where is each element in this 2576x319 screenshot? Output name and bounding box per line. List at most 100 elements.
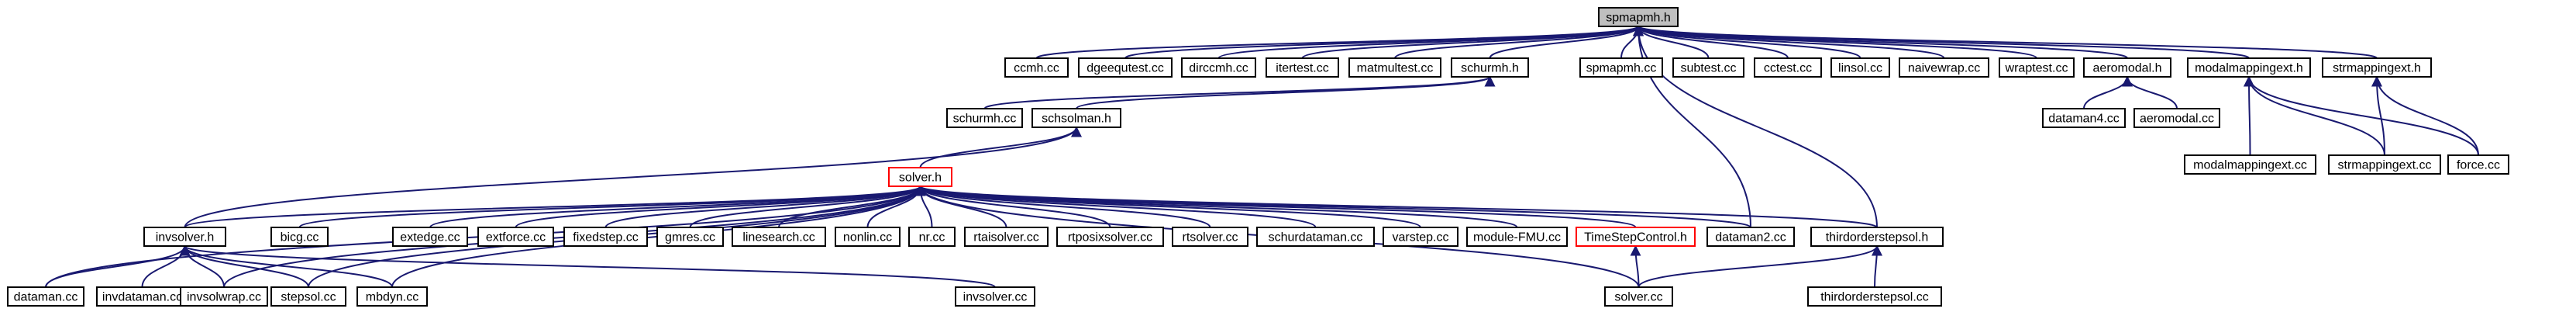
node-matmultest-cc[interactable]: matmultest.cc: [1348, 57, 1441, 78]
node-label: subtest.cc: [1680, 62, 1736, 75]
node-ccmh-cc[interactable]: ccmh.cc: [1004, 57, 1069, 78]
node-box: [1899, 57, 1989, 78]
node-label: aeromodal.h: [2093, 62, 2162, 75]
node-label: mbdyn.cc: [366, 291, 418, 304]
node-label: strmappingext.h: [2333, 62, 2421, 75]
node-force-cc[interactable]: force.cc: [2447, 154, 2509, 175]
node-modalmappingext-cc[interactable]: modalmappingext.cc: [2184, 154, 2316, 175]
node-linesearch-cc[interactable]: linesearch.cc: [732, 227, 826, 247]
node-box: [2133, 108, 2220, 128]
node-rtaisolver-cc[interactable]: rtaisolver.cc: [964, 227, 1049, 247]
node-mbdyn-cc[interactable]: mbdyn.cc: [356, 286, 428, 307]
node-label: itertest.cc: [1276, 62, 1328, 75]
node-nr-cc[interactable]: nr.cc: [908, 227, 956, 247]
node-rtsolver-cc[interactable]: rtsolver.cc: [1172, 227, 1248, 247]
node-box: [2322, 57, 2432, 78]
node-label: force.cc: [2457, 159, 2500, 172]
node-box: [1348, 57, 1441, 78]
node-label: schurdataman.cc: [1269, 231, 1363, 244]
node-extforce-cc[interactable]: extforce.cc: [477, 227, 554, 247]
node-box: [1266, 57, 1339, 78]
node-box: [908, 227, 956, 247]
node-nonlin-cc[interactable]: nonlin.cc: [835, 227, 901, 247]
node-thirdorderstepsol-cc[interactable]: thirdorderstepsol.cc: [1807, 286, 1942, 307]
edge-dataman2-cc-to-spmapmh-h: [1633, 25, 1751, 228]
node-wraptest-cc[interactable]: wraptest.cc: [1999, 57, 2075, 78]
node-box: [356, 286, 428, 307]
node-box: [563, 227, 648, 247]
node-box: [392, 227, 468, 247]
node-box: [96, 286, 188, 307]
node-box: [1031, 108, 1121, 128]
edge-itertest-cc-to-spmapmh-h: [1301, 25, 1644, 59]
node-box: [1579, 57, 1663, 78]
node-thirdorderstepsol-h[interactable]: thirdorderstepsol.h: [1810, 227, 1944, 247]
node-itertest-cc[interactable]: itertest.cc: [1266, 57, 1339, 78]
node-schurdataman-cc[interactable]: schurdataman.cc: [1256, 227, 1375, 247]
node-spmapmh-h[interactable]: spmapmh.h: [1598, 7, 1679, 27]
node-dataman-cc[interactable]: dataman.cc: [7, 286, 84, 307]
edge-dataman2-cc-to-solver-h: [915, 185, 1751, 228]
node-box: [1810, 227, 1944, 247]
node-aeromodal-cc[interactable]: aeromodal.cc: [2133, 108, 2220, 128]
node-cctest-cc[interactable]: cctest.cc: [1754, 57, 1822, 78]
node-strmappingext-h[interactable]: strmappingext.h: [2322, 57, 2432, 78]
node-invsolwrap-cc[interactable]: invsolwrap.cc: [180, 286, 268, 307]
node-bicg-cc[interactable]: bicg.cc: [270, 227, 329, 247]
node-dirccmh-cc[interactable]: dirccmh.cc: [1181, 57, 1256, 78]
node-box: [477, 227, 554, 247]
node-box: [946, 108, 1023, 128]
node-label: ccmh.cc: [1014, 62, 1059, 75]
node-stepsol-cc[interactable]: stepsol.cc: [270, 286, 346, 307]
node-label: rtsolver.cc: [1182, 231, 1238, 244]
node-dataman4-cc[interactable]: dataman4.cc: [2042, 108, 2126, 128]
node-dataman2-cc[interactable]: dataman2.cc: [1706, 227, 1795, 247]
node-dgeequtest-cc[interactable]: dgeequtest.cc: [1078, 57, 1173, 78]
node-module-fmu-cc[interactable]: module-FMU.cc: [1466, 227, 1568, 247]
edge-schsolman-h-to-schurmh-h: [1076, 75, 1496, 109]
node-label: nr.cc: [919, 231, 945, 244]
node-invsolver-h[interactable]: invsolver.h: [143, 227, 226, 247]
node-schsolman-h[interactable]: schsolman.h: [1031, 108, 1121, 128]
node-timestepcontrol-h[interactable]: TimeStepControl.h: [1576, 227, 1696, 247]
node-invsolver-cc[interactable]: invsolver.cc: [955, 286, 1035, 307]
node-box: [1004, 57, 1069, 78]
edge-solver-cc-to-thirdorderstepsol-h: [1638, 244, 1882, 288]
node-naivewrap-cc[interactable]: naivewrap.cc: [1899, 57, 1989, 78]
node-linsol-cc[interactable]: linsol.cc: [1830, 57, 1890, 78]
node-spmapmh-cc[interactable]: spmapmh.cc: [1579, 57, 1663, 78]
edge-thirdorderstepsol-h-to-solver-h: [915, 185, 1878, 228]
node-gmres-cc[interactable]: gmres.cc: [656, 227, 724, 247]
node-box: [270, 227, 329, 247]
node-strmappingext-cc[interactable]: strmappingext.cc: [2328, 154, 2441, 175]
node-box: [1830, 57, 1890, 78]
node-invdataman-cc[interactable]: invdataman.cc: [96, 286, 188, 307]
node-varstep-cc[interactable]: varstep.cc: [1383, 227, 1458, 247]
edge-rtsolver-cc-to-solver-h: [914, 185, 1211, 228]
node-label: schurmh.h: [1461, 62, 1519, 75]
edge-strmappingext-h-to-spmapmh-h: [1633, 25, 2378, 59]
node-label: stepsol.cc: [281, 291, 336, 304]
edge-rtposixsolver-cc-to-solver-h: [914, 185, 1111, 228]
node-schurmh-cc[interactable]: schurmh.cc: [946, 108, 1023, 128]
node-solver-cc[interactable]: solver.cc: [1604, 286, 1673, 307]
node-modalmappingext-h[interactable]: modalmappingext.h: [2187, 57, 2311, 78]
node-schurmh-h[interactable]: schurmh.h: [1451, 57, 1529, 78]
node-solver-h[interactable]: solver.h: [888, 167, 952, 187]
node-subtest-cc[interactable]: subtest.cc: [1672, 57, 1744, 78]
node-label: extforce.cc: [486, 231, 546, 244]
node-box: [1256, 227, 1375, 247]
node-extedge-cc[interactable]: extedge.cc: [392, 227, 468, 247]
node-box: [2184, 154, 2316, 175]
node-rtposixsolver-cc[interactable]: rtposixsolver.cc: [1056, 227, 1164, 247]
node-label: modalmappingext.h: [2195, 62, 2303, 75]
node-box: [964, 227, 1049, 247]
edge-invsolver-h-to-schsolman-h: [184, 126, 1082, 228]
edge-aeromodal-cc-to-aeromodal-h: [2122, 75, 2178, 109]
edge-modalmappingext-h-to-spmapmh-h: [1633, 25, 2250, 59]
node-label: extedge.cc: [400, 231, 460, 244]
node-box: [732, 227, 826, 247]
node-label: invsolwrap.cc: [187, 291, 261, 304]
node-aeromodal-h[interactable]: aeromodal.h: [2083, 57, 2171, 78]
node-fixedstep-cc[interactable]: fixedstep.cc: [563, 227, 648, 247]
